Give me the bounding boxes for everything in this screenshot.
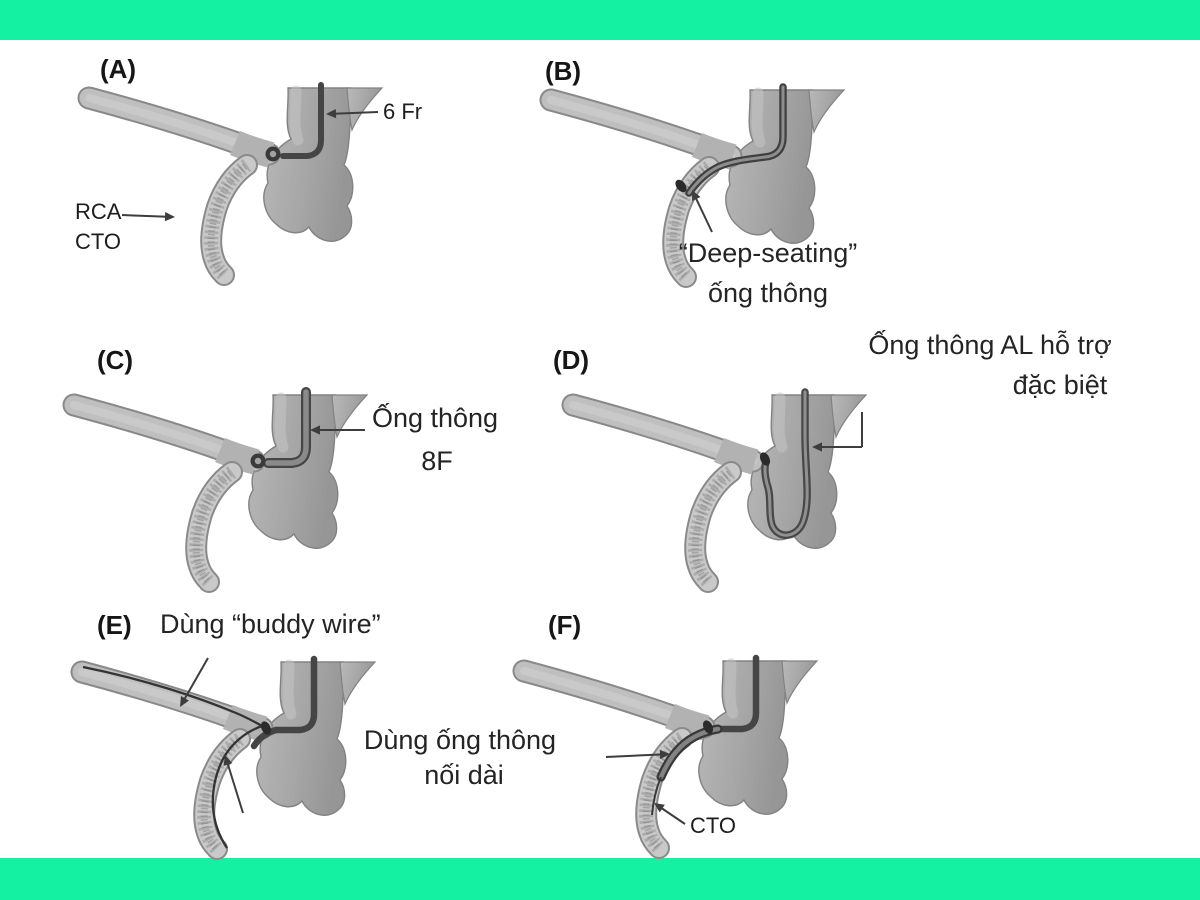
panel-f-caption-line1: Dùng ống thông — [363, 725, 557, 755]
panel-c-caption-line2: 8F — [421, 446, 453, 476]
panel-e-illustration — [70, 655, 377, 860]
panel-b-caption-line2: ống thông — [707, 278, 829, 308]
cto-label: CTO — [75, 229, 122, 254]
panel-e-label: (E) — [97, 610, 132, 640]
cto-label-f: CTO — [690, 813, 737, 838]
panel-a: (A) 6 Fr RCA CTO — [60, 50, 540, 340]
panel-d-label: (D) — [553, 345, 590, 375]
panel-a-label: (A) — [100, 54, 137, 84]
panel-d-caption-line2: đặc biệt — [1012, 370, 1108, 400]
panel-c-label: (C) — [97, 345, 134, 375]
rca-label: RCA — [75, 199, 122, 224]
panel-f-caption-line2: nối dài — [424, 760, 504, 790]
panel-c-caption-line1: Ống thông — [371, 403, 499, 433]
panel-d-illustration — [561, 388, 868, 593]
panel-d-caption-line1: Ống thông AL hỗ trợ — [868, 330, 1112, 360]
panel-f: (F) Dùng ống thông nối dài CTO — [340, 600, 1080, 860]
bottom-accent-bar — [0, 858, 1200, 900]
catheter-size-label: 6 Fr — [383, 99, 423, 124]
panel-b-caption-line1: “Deep-seating” — [678, 238, 858, 268]
panel-b-illustration — [539, 83, 846, 288]
panel-d: (D) Ống thông AL hỗ trợ đặc biệt — [540, 330, 1200, 620]
panel-f-label: (F) — [548, 610, 582, 640]
panel-e: (E) Dùng “buddy wire” — [60, 600, 540, 860]
panel-f-illustration — [512, 654, 819, 859]
panel-a-illustration — [77, 82, 384, 286]
panel-b: (B) “Deep-seating” ống thông — [500, 50, 1160, 340]
panel-e-caption: Dùng “buddy wire” — [160, 609, 381, 639]
top-accent-bar — [0, 0, 1200, 40]
panel-c: (C) Ống thông 8F — [60, 330, 540, 620]
panel-c-illustration — [62, 387, 369, 593]
panel-b-label: (B) — [545, 56, 582, 86]
